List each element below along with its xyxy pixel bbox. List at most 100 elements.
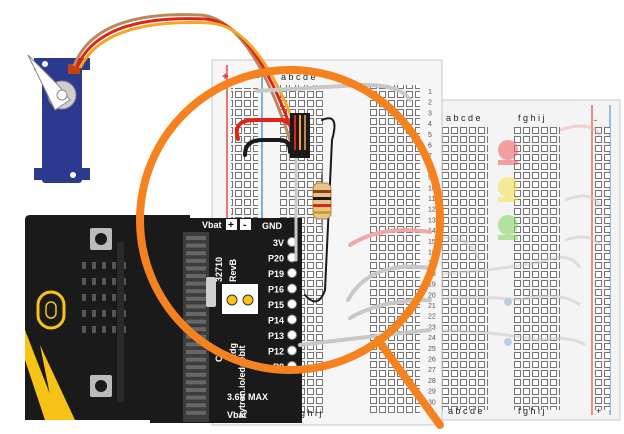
- servo-cable: [72, 13, 302, 141]
- vbat-minus: -: [243, 220, 246, 231]
- pin-hole[interactable]: [287, 330, 297, 340]
- matrix-led: [112, 294, 116, 301]
- servo-connector: [68, 64, 80, 74]
- row-number: 4: [428, 121, 432, 128]
- row-number: 16: [428, 250, 436, 257]
- pink-wire: [348, 228, 432, 247]
- row-number: 26: [428, 357, 436, 364]
- small-board-letters-left: a b c d e: [446, 113, 481, 123]
- small-board-letters-bottom-right: f g h i j: [518, 406, 545, 416]
- row-number: 24: [428, 335, 436, 342]
- vbat-label: Vbat: [202, 220, 222, 230]
- row-number: 13: [428, 217, 436, 224]
- pin-label: 3V: [273, 238, 284, 248]
- pin-hole[interactable]: [287, 299, 297, 309]
- led-group: [498, 140, 518, 346]
- edge-pad: [186, 258, 206, 263]
- pin-label: P14: [268, 316, 284, 326]
- edge-pad: [186, 289, 206, 294]
- black-jumper: [243, 138, 292, 157]
- model-number: 32710: [214, 257, 224, 282]
- matrix-led: [82, 326, 86, 333]
- main-bottom-letters: f g h i j: [295, 408, 322, 418]
- pin-label: P15: [268, 300, 284, 310]
- row-number: 10: [428, 185, 436, 192]
- pin-hole[interactable]: [287, 345, 297, 356]
- row-number: 5: [428, 132, 432, 139]
- edge-pad: [186, 319, 206, 324]
- pin-hole[interactable]: [287, 268, 297, 278]
- servo-motor: [27, 54, 90, 183]
- edge-pad: [186, 380, 206, 385]
- edge-pad: [186, 296, 206, 301]
- matrix-led: [82, 310, 86, 317]
- revision: RevB: [228, 258, 238, 282]
- row-number: 11: [428, 196, 435, 203]
- row-number: 2: [428, 100, 432, 107]
- edge-pad: [186, 236, 206, 240]
- row-number: 23: [428, 324, 436, 331]
- row-number: 22: [428, 314, 436, 321]
- row-number: 15: [428, 239, 436, 246]
- pin-label: P20: [268, 254, 284, 264]
- matrix-led: [102, 294, 106, 301]
- small-board-rail-minus: -: [594, 115, 597, 125]
- matrix-led: [102, 278, 106, 285]
- row-number: 27: [428, 367, 436, 374]
- voltage-note: 3.6V MAX: [227, 392, 268, 402]
- edge-pad: [186, 342, 206, 347]
- row-number: 28: [428, 378, 436, 385]
- yellow-led: [498, 177, 518, 197]
- matrix-led: [82, 262, 86, 269]
- vbat-plus: +: [228, 220, 234, 231]
- matrix-led: [82, 278, 86, 285]
- green-led: [498, 215, 518, 235]
- row-number: 19: [428, 282, 436, 289]
- diode: [206, 277, 216, 307]
- matrix-led: [82, 294, 86, 301]
- edge-pad: [186, 266, 206, 271]
- matrix-led: [102, 262, 106, 269]
- edge-pad: [186, 357, 206, 362]
- pin-label: P19: [268, 269, 284, 279]
- row-number: 12: [428, 207, 436, 214]
- matrix-led: [92, 262, 96, 269]
- row-number: 6: [428, 143, 432, 150]
- magnifier-highlight: [136, 66, 444, 429]
- edge-pad: [186, 251, 206, 256]
- edge-pad: [186, 403, 206, 408]
- main-column-letters: a b c d e: [281, 72, 316, 82]
- edge-pad: [186, 410, 206, 415]
- breadboard-small: a b c d e f g h i j + - + a b c d e f g …: [359, 99, 621, 421]
- row-number: 1: [428, 89, 432, 96]
- cytron-edge-board: Vbat + - GND 32710 RevB CY Edg cytron.io…: [150, 218, 302, 423]
- edge-pad: [186, 388, 206, 392]
- row-number: 3: [428, 110, 432, 117]
- pin-label: P16: [268, 285, 284, 295]
- gnd-label: GND: [262, 221, 283, 231]
- edge-pad: [186, 304, 206, 309]
- edge-text: Edg: [228, 343, 238, 360]
- pin-label: P12: [268, 347, 284, 357]
- resistor: [312, 170, 332, 230]
- matrix-led: [112, 310, 116, 317]
- matrix-led: [102, 310, 106, 317]
- matrix-led: [112, 278, 116, 285]
- main-rail-plus: +: [222, 71, 228, 83]
- edge-pad: [186, 327, 206, 332]
- pin-hole[interactable]: [287, 283, 297, 294]
- edge-pad: [186, 365, 206, 370]
- pin-label: P13: [268, 331, 284, 341]
- matrix-led: [112, 326, 116, 333]
- small-board-letters-right: f g h i j: [518, 113, 545, 123]
- red-led: [498, 140, 518, 160]
- row-number: 20: [428, 292, 436, 299]
- small-board-rail-plus-2: +: [596, 406, 601, 416]
- row-number: 25: [428, 346, 436, 353]
- pin-hole[interactable]: [287, 314, 297, 325]
- matrix-led: [92, 294, 96, 301]
- edge-pad: [186, 312, 206, 316]
